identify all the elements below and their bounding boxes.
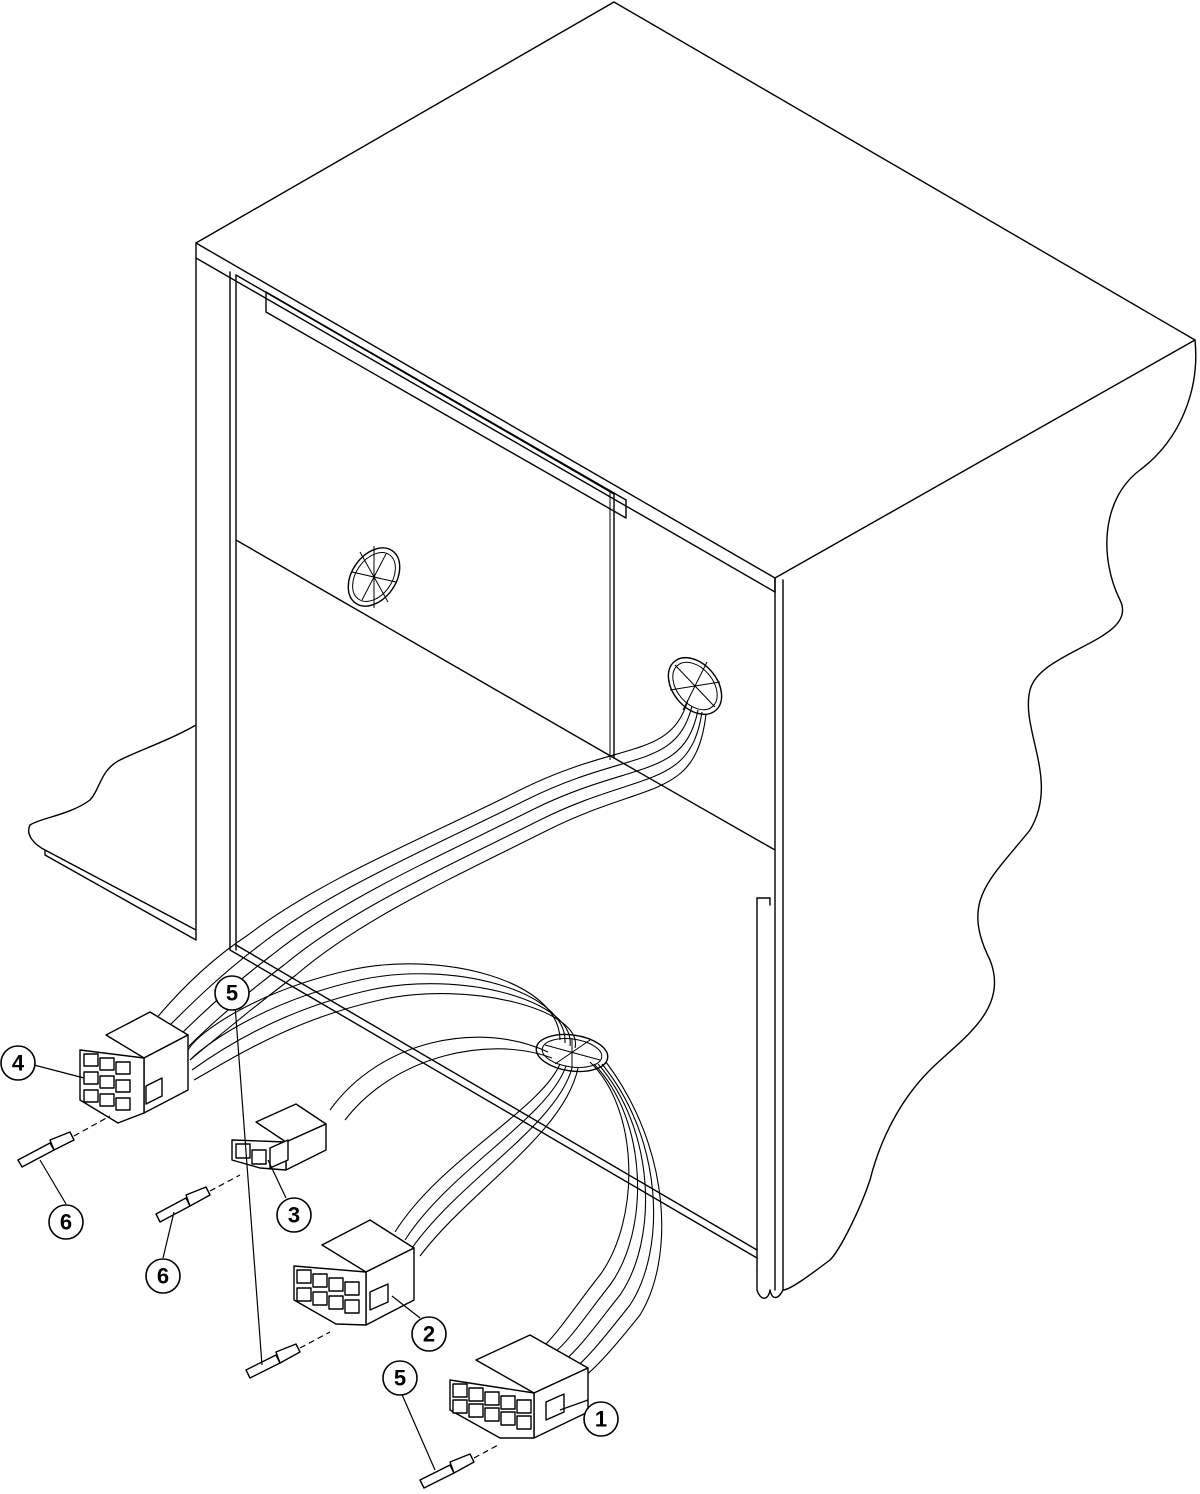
- callout-1-label: 1: [595, 1407, 607, 1432]
- callout-6b: 6: [145, 1258, 181, 1294]
- callout-6a: 6: [48, 1204, 84, 1240]
- callout-5a: 5: [214, 975, 250, 1011]
- connector-1: [449, 1334, 589, 1439]
- callout-3: 3: [276, 1197, 312, 1233]
- wire-bundle-to-3: [329, 1036, 553, 1121]
- cabinet-enclosure: [28, 1, 1197, 1299]
- terminal-pin-6-lower: [155, 1174, 241, 1223]
- terminal-pin-5-upper: [245, 1331, 331, 1379]
- callout-6b-label: 6: [157, 1264, 169, 1289]
- wire-bundle-to-2: [394, 1063, 579, 1257]
- callout-5b: 5: [382, 1360, 418, 1396]
- connector-3: [231, 1103, 327, 1171]
- connector-2: [293, 1219, 415, 1326]
- callout-4-label: 4: [12, 1051, 25, 1076]
- callout-6a-label: 6: [60, 1210, 72, 1235]
- wire-bundle-to-1: [544, 1061, 663, 1377]
- callout-1: 1: [583, 1401, 619, 1437]
- wire-bundle-lower-to-4: [187, 963, 576, 1081]
- callout-5b-label: 5: [394, 1366, 406, 1391]
- grommet-middle: [667, 657, 723, 715]
- callout-2: 2: [411, 1316, 447, 1352]
- callout-4: 4: [0, 1045, 36, 1081]
- grommet-upper: [347, 546, 401, 608]
- callout-3-label: 3: [288, 1203, 300, 1228]
- callout-5a-label: 5: [226, 981, 238, 1006]
- terminal-pin-6-upper: [17, 1115, 111, 1168]
- callout-2-label: 2: [423, 1322, 435, 1347]
- terminal-pin-5-lower: [419, 1443, 501, 1489]
- connector-4: [79, 1011, 189, 1124]
- callout-leaders: [33, 1004, 589, 1471]
